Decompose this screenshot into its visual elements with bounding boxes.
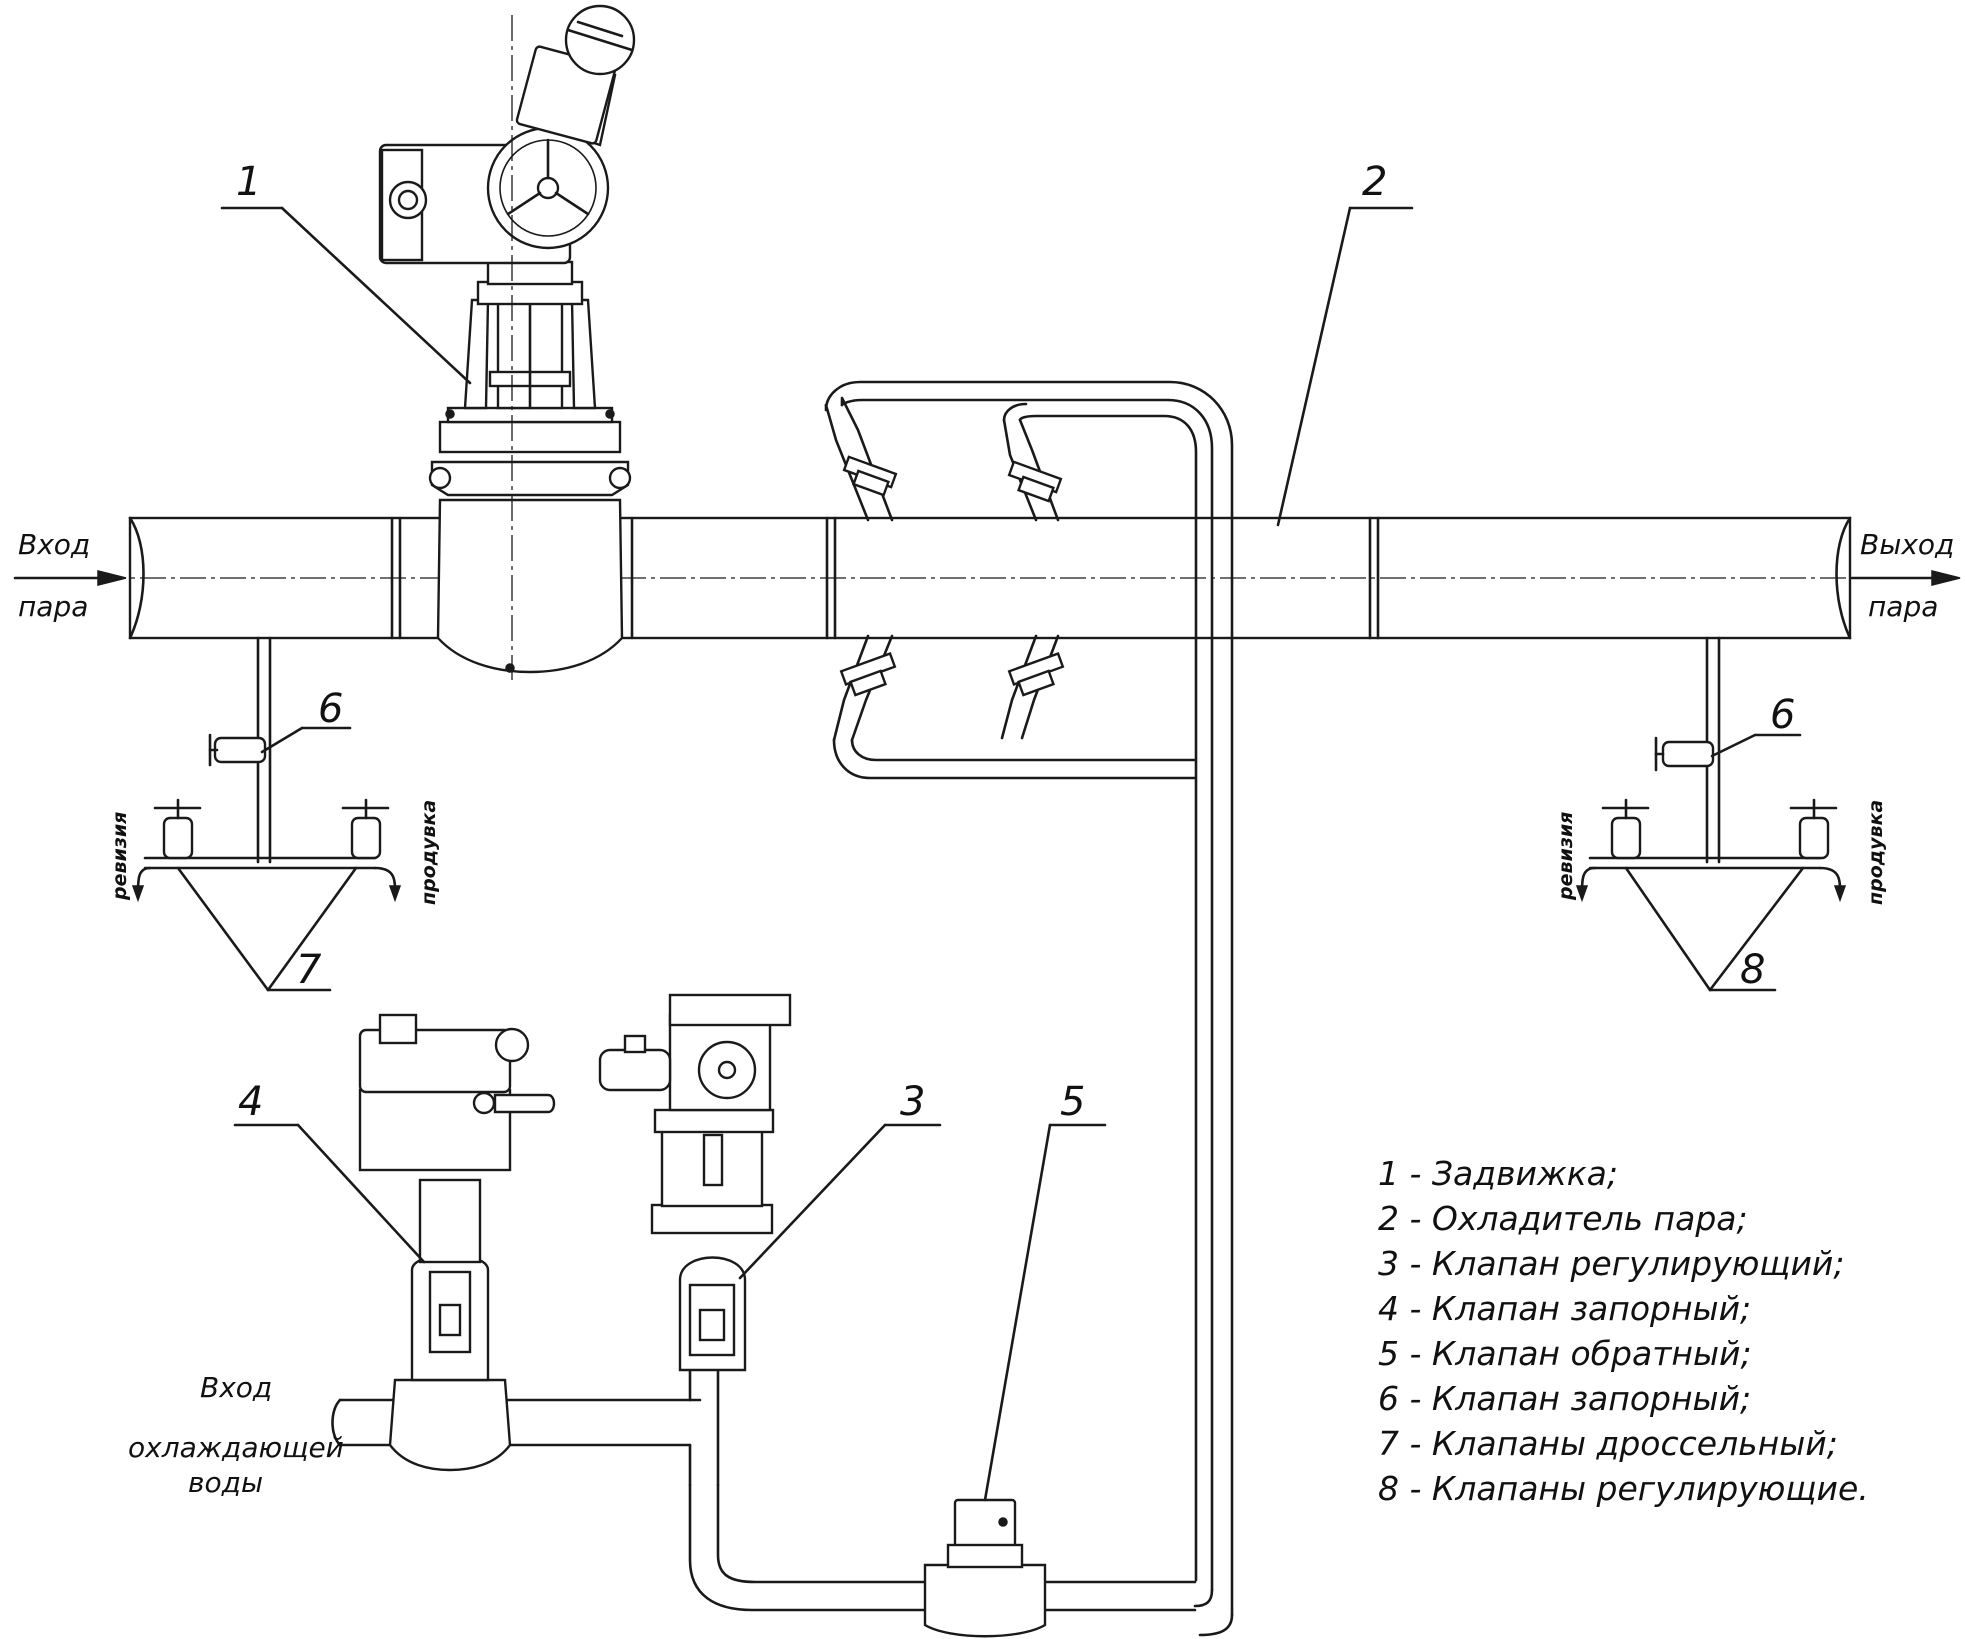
purge-label-right: продувка [1865,800,1887,905]
callout-numbers: 1 2 6 6 7 8 4 3 5 [236,159,1795,1125]
legend-item-5: 5 - Клапан обратный; [1378,1334,1752,1373]
callout-4: 4 [238,1079,263,1125]
control-valve-water [598,993,792,1372]
callout-8: 8 [1740,947,1765,993]
callout-6-right: 6 [1770,692,1795,738]
steam-in-arrow [13,570,127,586]
drain-assembly-left [131,636,402,903]
legend-item-3: 3 - Клапан регулирующий; [1378,1244,1845,1283]
flow-labels: Вход пара Выход пара Вход охлаждающей во… [18,528,1954,1499]
water-in-label-3: воды [188,1466,263,1499]
shutoff-valve-water [358,1013,556,1472]
callout-7: 7 [296,947,322,993]
side-labels: ревизия продувка ревизия продувка [109,800,1887,905]
revision-label-right: ревизия [1555,812,1577,901]
legend-item-1: 1 - Задвижка; [1378,1154,1618,1193]
callout-2: 2 [1362,159,1387,205]
main-steam-pipe [20,516,1950,640]
check-valve [923,1498,1047,1638]
water-in-label-2: охлаждающей [128,1431,344,1464]
purge-label-left: продувка [418,800,440,905]
callout-1: 1 [236,159,261,205]
steam-out-arrow [1850,570,1961,586]
legend: 1 - Задвижка; 2 - Охладитель пара; 3 - К… [1378,1154,1869,1508]
legend-item-6: 6 - Клапан запорный; [1378,1379,1751,1418]
callout-3: 3 [900,1079,925,1125]
leader-lines [176,206,1805,1502]
revision-label-left: ревизия [109,812,131,901]
drain-assembly-right [1575,636,1847,903]
water-in-label-1: Вход [200,1371,272,1404]
steam-in-label-1: Вход [18,528,90,561]
steam-out-label-1: Выход [1860,528,1954,561]
steam-in-label-2: пара [18,590,88,623]
legend-item-8: 8 - Клапаны регулирующие. [1378,1469,1869,1508]
steam-out-label-2: пара [1868,590,1938,623]
legend-item-7: 7 - Клапаны дроссельный; [1378,1424,1838,1463]
callout-5: 5 [1060,1079,1085,1125]
callout-6-left: 6 [318,686,343,732]
legend-item-2: 2 - Охладитель пара; [1378,1199,1748,1238]
spray-nozzles [824,396,1065,742]
gate-valve [378,4,636,680]
legend-item-4: 4 - Клапан запорный; [1378,1289,1751,1328]
